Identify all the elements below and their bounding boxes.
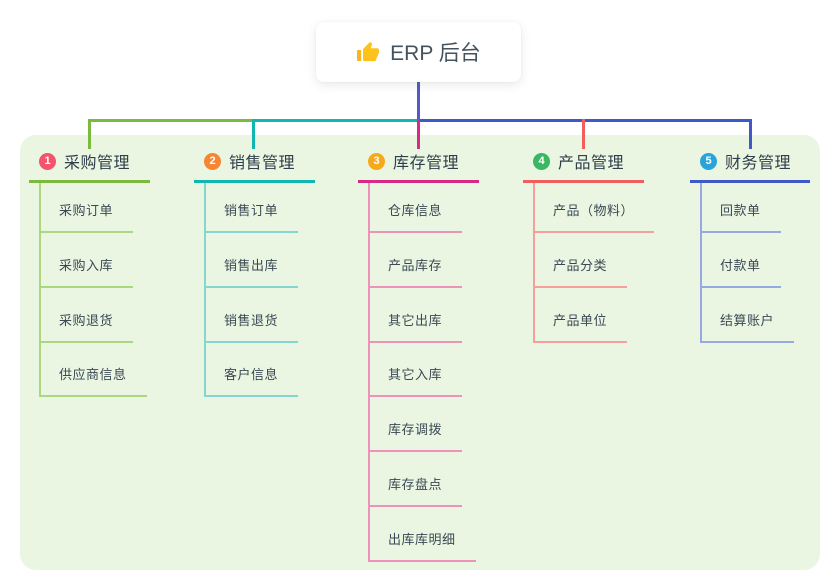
branch-node-5[interactable]: 5 财务管理 [690,149,810,183]
child-node[interactable]: 其它入库 [370,364,463,398]
branch-node-1[interactable]: 1 采购管理 [29,149,150,183]
child-node[interactable]: 库存调拨 [370,419,463,453]
child-node[interactable]: 仓库信息 [370,200,463,233]
branch-children: 产品（物料） 产品分类产品单位 [533,183,655,343]
child-node[interactable]: 采购订单 [41,200,134,233]
root-node-erp-backend[interactable]: ERP 后台 [316,22,521,82]
branch-label: 库存管理 [393,155,460,172]
child-node[interactable]: 库存盘点 [370,474,463,507]
child-node-row: 销售出库 [206,233,315,288]
child-node[interactable]: 出库库明细 [370,529,476,562]
branch-4: 4 产品管理产品（物料） 产品分类产品单位 [523,149,655,343]
child-node[interactable]: 销售订单 [206,200,299,233]
branch-3: 3 库存管理仓库信息产品库存其它出库其它入库库存调拨库存盘点出库库明细 [358,149,479,562]
branch-1: 1 采购管理采购订单采购入库采购退货供应商信息 [29,149,150,398]
branch-5: 5 财务管理回款单付款单结算账户 [690,149,810,343]
child-node-row: 库存盘点 [370,452,479,507]
branch-label: 销售管理 [229,155,296,172]
branch-drop-3 [416,119,420,149]
child-node-row: 其它入库 [370,343,479,398]
child-node-row: 产品（物料） [535,183,655,233]
child-node[interactable]: 结算账户 [702,310,795,343]
branch-number-badge: 2 [204,152,221,170]
child-node[interactable]: 付款单 [702,255,781,288]
bus-line-purchase [87,119,255,122]
root-connector [417,82,420,119]
child-node[interactable]: 供应商信息 [41,364,147,398]
child-node-row: 供应商信息 [41,343,150,398]
child-node-row: 回款单 [702,183,810,233]
child-node-row: 其它出库 [370,288,479,343]
child-node[interactable]: 产品库存 [370,255,463,288]
child-node-row: 结算账户 [702,288,810,343]
child-node[interactable]: 其它出库 [370,310,463,343]
child-node-row: 产品单位 [535,288,654,343]
child-node[interactable]: 客户信息 [206,364,299,398]
branch-drop-4 [581,119,585,149]
branch-number-badge: 4 [533,152,550,170]
branch-label: 产品管理 [558,155,625,172]
child-node[interactable]: 产品（物料） [535,200,655,233]
branch-node-4[interactable]: 4 产品管理 [523,149,644,183]
bus-line-sales [251,119,420,122]
root-node-label: ERP 后台 [390,42,481,65]
child-node-row: 销售退货 [206,288,315,343]
branch-children: 销售订单销售出库销售退货客户信息 [204,183,315,398]
branch-2: 2 销售管理销售订单销售出库销售退货客户信息 [194,149,315,398]
branch-node-3[interactable]: 3 库存管理 [358,149,479,183]
child-node[interactable]: 采购退货 [41,310,134,343]
branch-children: 采购订单采购入库采购退货供应商信息 [39,183,150,398]
child-node[interactable]: 产品分类 [535,255,628,288]
branch-label: 采购管理 [64,155,131,172]
child-node-row: 付款单 [702,233,810,288]
child-node-row: 客户信息 [206,343,315,398]
child-node-row: 产品分类 [535,233,654,288]
branch-number-badge: 3 [368,152,385,170]
branch-label: 财务管理 [725,155,792,172]
branch-number-badge: 5 [700,152,717,170]
child-node[interactable]: 采购入库 [41,255,134,288]
child-node-row: 采购退货 [41,288,150,343]
branch-node-2[interactable]: 2 销售管理 [194,149,315,183]
child-node-row: 出库库明细 [370,507,479,562]
child-node[interactable]: 产品单位 [535,310,628,343]
branch-drop-2 [251,119,255,149]
child-node-row: 采购订单 [41,183,150,233]
child-node-row: 仓库信息 [370,183,479,233]
branch-drop-5 [748,119,752,149]
branch-children: 仓库信息产品库存其它出库其它入库库存调拨库存盘点出库库明细 [368,183,479,562]
thumbs-up-icon [357,42,380,62]
child-node[interactable]: 销售退货 [206,310,299,343]
child-node-row: 产品库存 [370,233,479,288]
branch-drop-1 [87,119,91,149]
child-node[interactable]: 回款单 [702,200,781,233]
mindmap-canvas [20,135,820,570]
branch-number-badge: 1 [39,152,56,170]
child-node-row: 库存调拨 [370,397,479,453]
child-node-row: 销售订单 [206,183,315,233]
branch-children: 回款单付款单结算账户 [700,183,810,343]
child-node-row: 采购入库 [41,233,150,288]
child-node[interactable]: 销售出库 [206,255,299,288]
